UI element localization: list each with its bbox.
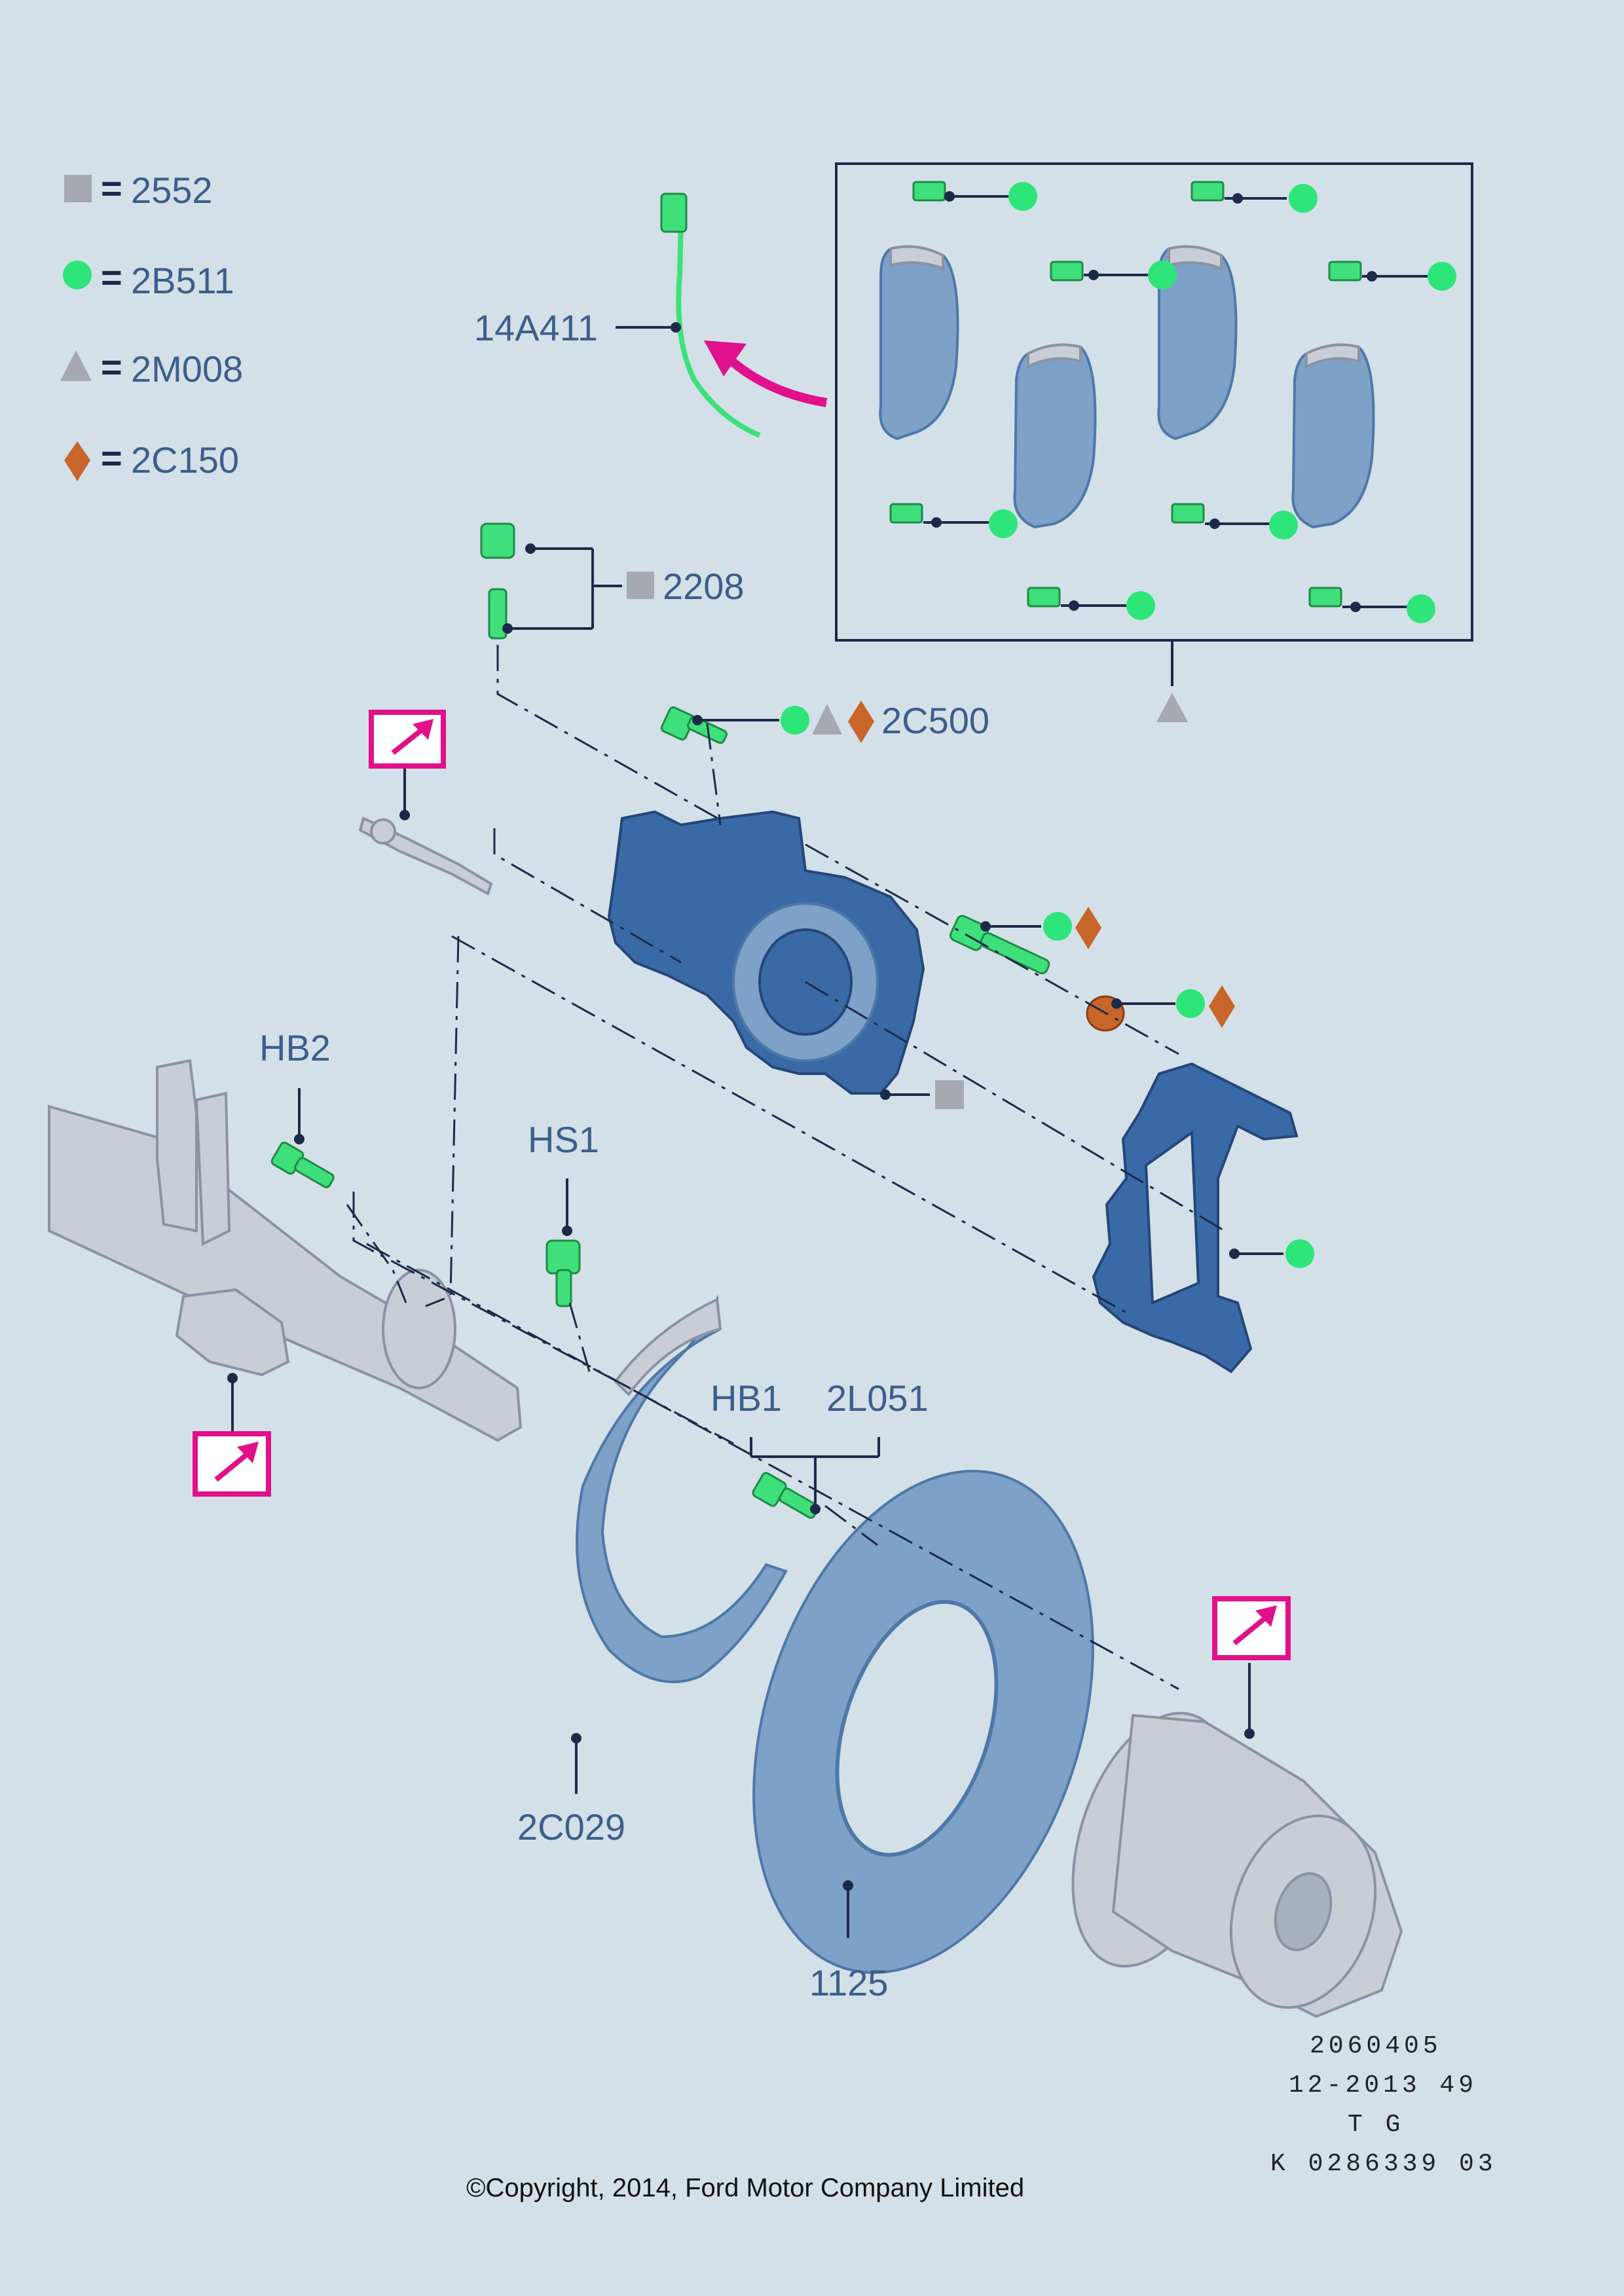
orange-diamond-icon [64,441,90,481]
bleed-screw-group: 2208 [480,522,745,640]
legend-code-2b511: 2B511 [131,260,234,301]
dust-shield: 2C029 [517,1294,788,1848]
pad-clip [1308,587,1435,623]
pad-clip-set [889,181,1456,623]
hb2-bolt: HB2 [259,1027,335,1188]
pad-clip [1171,503,1298,539]
label-hb2: HB2 [259,1027,331,1068]
brake-pad-right-front [1157,245,1238,441]
ref-line-4: K 0286339 03 [1270,2150,1497,2178]
hb1-bolt: HB1 2L051 [710,1377,929,1519]
green-circle-icon [63,261,92,289]
label-hs1: HS1 [528,1119,599,1160]
pad-clip [1050,261,1177,289]
label-2c500: 2C500 [881,700,989,741]
brake-pad-left-front [879,245,959,441]
brake-caliper [607,810,964,1109]
grey-triangle-icon [1156,693,1188,722]
brake-pad-kit [835,162,1473,722]
hs1-bolt: HS1 [528,1119,599,1307]
label-1125: 1125 [809,1962,888,2003]
orange-diamond-icon [1075,907,1101,949]
grey-square-icon [935,1080,964,1109]
ref-line-2: 12-2013 49 [1289,2071,1477,2100]
pad-clip [1027,587,1155,620]
reference-block: 2060405 12-2013 49 T G K 0286339 03 [1270,2032,1497,2178]
ref-line-1: 2060405 [1310,2032,1442,2060]
grey-square-icon [64,175,92,202]
ref-line-3: T G [1348,2111,1404,2139]
legend-equals: = [101,437,122,479]
grey-triangle-icon [812,704,842,735]
legend-code-2m008: 2M008 [131,348,243,390]
label-14a411: 14A411 [474,307,598,348]
wear-sensor: 14A411 [474,192,828,438]
legend-equals: = [101,346,122,388]
caliper-bracket [1092,1062,1314,1374]
grey-triangle-icon [60,350,92,381]
label-2c029: 2C029 [517,1806,625,1848]
legend-equals: = [101,257,122,298]
label-2208: 2208 [663,566,745,607]
assembly-lines [346,645,1225,1690]
legend-code-2552: 2552 [131,170,213,211]
steering-knuckle-axle [48,1059,523,1497]
magenta-arrow-icon [724,353,828,407]
pad-kit-frame [835,162,1473,642]
brake-pad-right-rear [1291,343,1375,529]
guide-bolt-top: 2C500 [660,700,989,744]
orange-diamond-icon [1209,985,1235,1028]
pad-clip [1328,261,1456,291]
label-2l051: 2L051 [826,1377,929,1419]
wheel-hub [1071,1596,1403,2018]
grey-square-icon [627,572,654,599]
guide-pin [950,907,1101,975]
dust-cap [1086,985,1235,1032]
label-hb1: HB1 [710,1377,782,1419]
legend-code-2c150: 2C150 [131,439,239,481]
abs-sensor [358,710,493,896]
copyright-notice: ©Copyright, 2014, Ford Motor Company Lim… [466,2174,1024,2202]
brake-pad-left-rear [1013,343,1097,529]
legend: = 2552 = 2B511 = 2M008 = 2C150 [60,168,243,481]
brake-disc: 1125 [752,1470,1094,2003]
pad-clip [1190,181,1318,213]
legend-equals: = [101,168,122,209]
pad-clip [912,181,1037,211]
orange-diamond-icon [848,701,874,743]
pad-clip [889,503,1018,538]
